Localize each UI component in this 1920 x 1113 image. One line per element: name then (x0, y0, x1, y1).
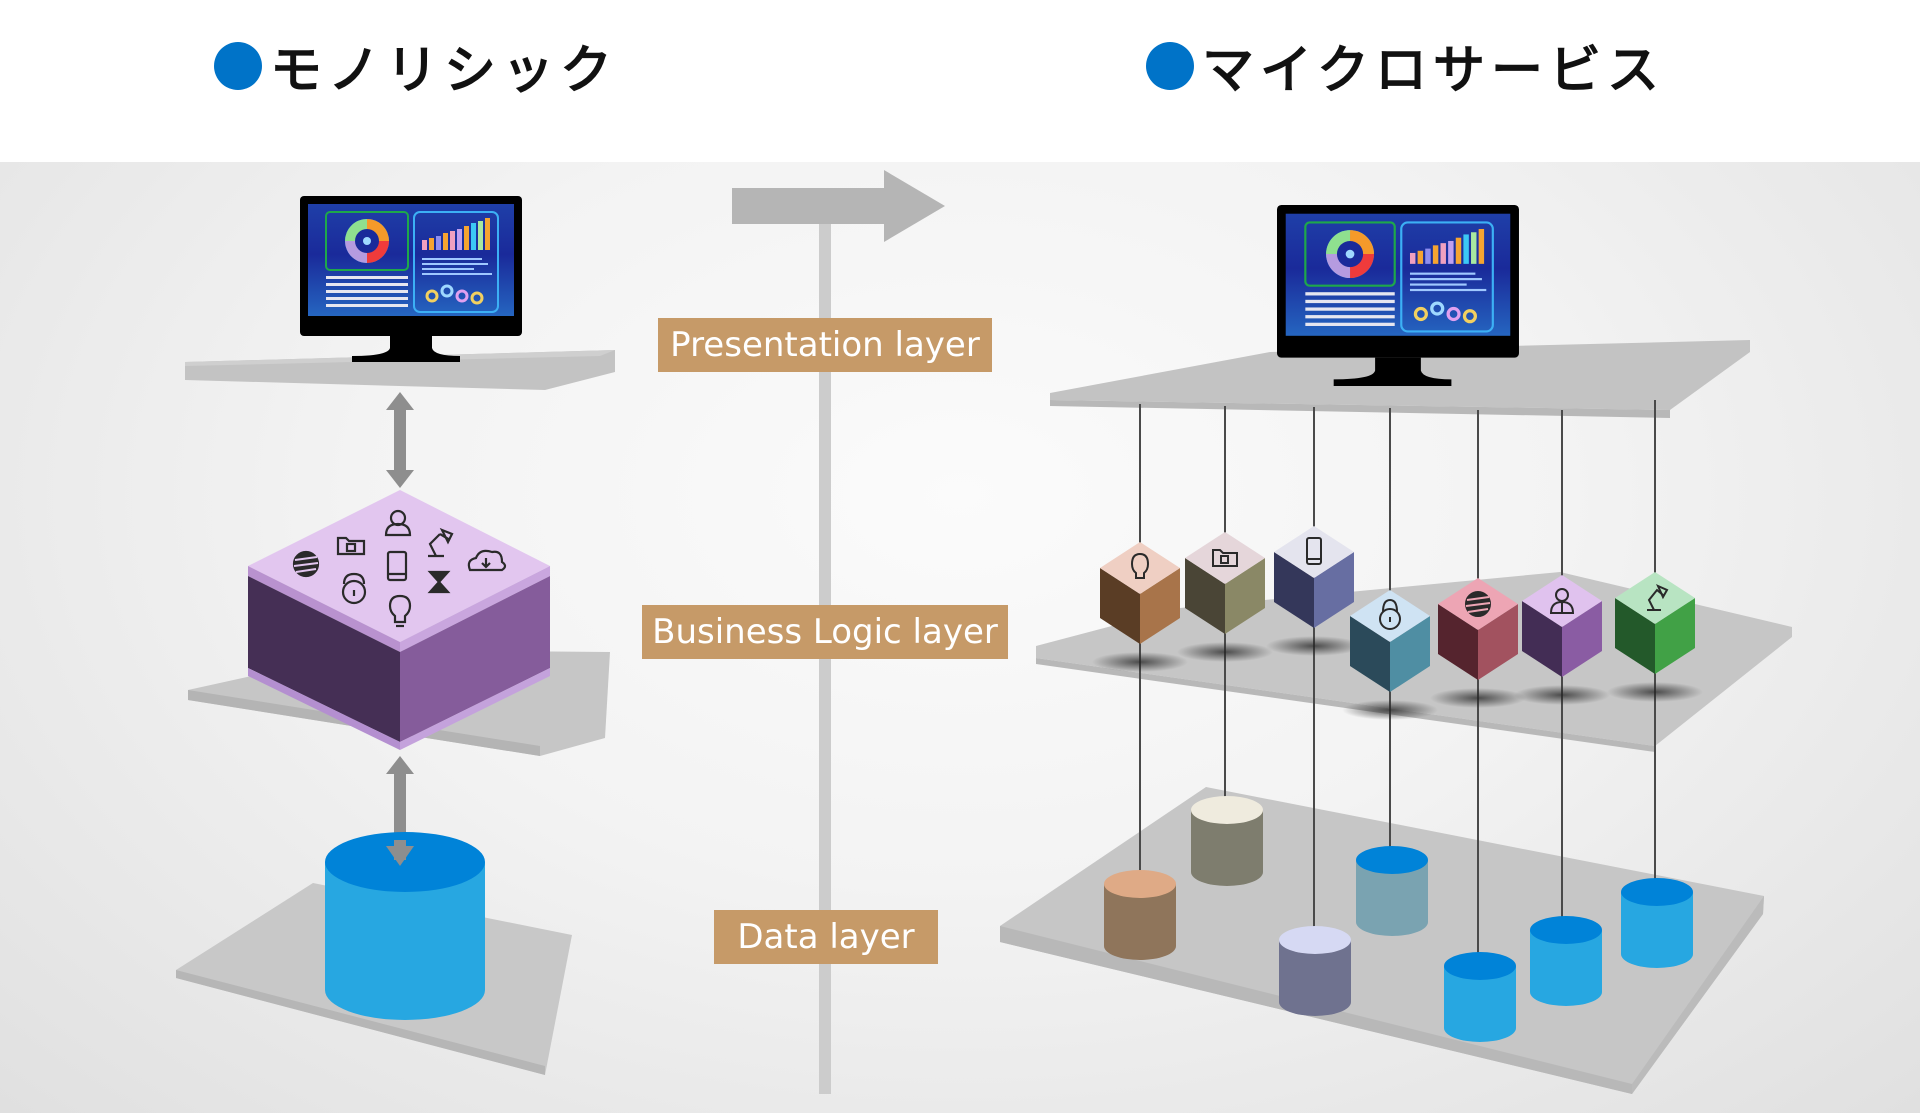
desk-lamp-icon (1647, 584, 1669, 611)
data-layer-label: Data layer (714, 910, 938, 964)
folder-icon (336, 536, 366, 556)
microservices-title: マイクロサービス (1146, 28, 1665, 103)
lock-icon (341, 572, 367, 605)
layer-axis-line (819, 224, 831, 1094)
database-icon (1356, 846, 1428, 936)
database-icon (1444, 952, 1516, 1042)
lightbulb-icon (388, 594, 412, 628)
monolith-title-text: モノリシック (270, 41, 619, 101)
business-logic-layer-label: Business Logic layer (642, 605, 1008, 659)
database-icon (1530, 916, 1602, 1006)
database-icon (1621, 878, 1693, 968)
microservice-cube (1430, 578, 1526, 708)
microservice-cube (1607, 572, 1703, 702)
microservice-cube (1342, 590, 1438, 720)
desk-lamp-icon (428, 527, 454, 558)
database-icon (1191, 796, 1263, 886)
microservice-cubes (1092, 526, 1703, 720)
microservice-cube (1266, 526, 1362, 656)
user-icon (1549, 588, 1575, 614)
microservice-cube (1092, 542, 1188, 672)
lightbulb-icon (1130, 552, 1150, 579)
user-icon (384, 509, 412, 537)
header: モノリシック マイクロサービス (0, 0, 1920, 162)
database-icon (1104, 870, 1176, 960)
globe-icon (1465, 591, 1491, 617)
transition-arrow-icon (732, 170, 945, 242)
monolith-title: モノリシック (214, 28, 618, 103)
lock-icon (1379, 598, 1401, 630)
phone-icon (1306, 537, 1322, 565)
monolith-business-block (248, 490, 550, 750)
presentation-layer-label: Presentation layer (658, 318, 992, 372)
microservices-title-text: マイクロサービス (1202, 41, 1665, 101)
microservice-cube (1514, 575, 1610, 705)
bullet-icon (1146, 41, 1194, 90)
microservice-databases (1104, 796, 1693, 1042)
bullet-icon (214, 41, 262, 90)
monolith-arrow-upper (386, 392, 414, 488)
hourglass-icon (427, 570, 451, 594)
globe-icon (292, 550, 320, 578)
monolith-database-icon (325, 832, 485, 1020)
database-icon (1279, 926, 1351, 1016)
cloud-download-icon (467, 549, 507, 572)
phone-icon (386, 550, 408, 582)
microservice-cube (1177, 532, 1273, 662)
monolith-monitor-icon (298, 194, 524, 364)
folder-icon (1212, 549, 1238, 567)
